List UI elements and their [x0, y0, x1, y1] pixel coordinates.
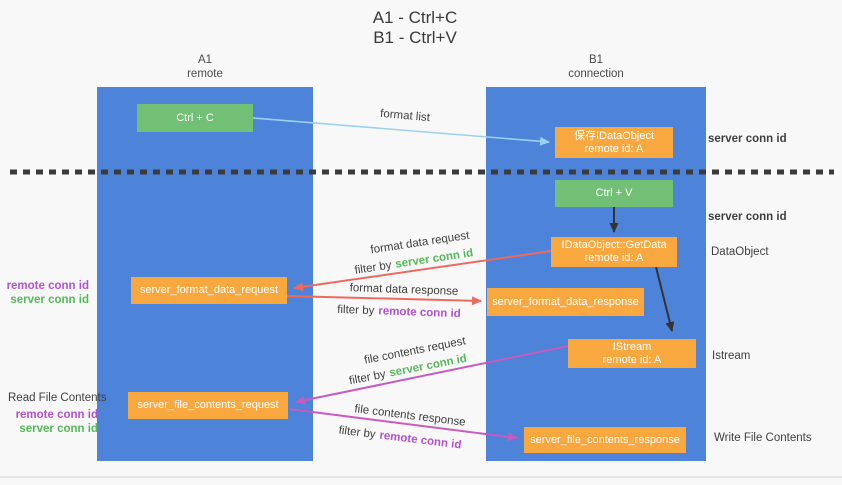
lane-b1-subtitle: connection: [568, 68, 624, 80]
remote-conn-id-text: remote conn id: [378, 429, 463, 452]
lane-header-b1: B1 connection: [536, 53, 656, 81]
title-line-1: A1 - Ctrl+C: [372, 8, 458, 27]
window-bottom-edge: [0, 476, 842, 478]
filter-by-text: filter by: [337, 424, 377, 441]
annotation-conn-ids-format: remote conn id server conn id: [0, 279, 89, 307]
remote-conn-id-text: remote conn id: [15, 409, 98, 421]
node-idataobject-getdata: IDataObject::GetData remote id: A: [551, 237, 677, 267]
lane-header-a1: A1 remote: [145, 53, 265, 81]
lane-a1-subtitle: remote: [187, 68, 223, 80]
node-server-format-data-response-label: server_format_data_response: [492, 295, 639, 308]
lane-b1-title: B1: [588, 54, 604, 66]
filter-by-text: filter by: [348, 368, 387, 388]
node-save-idataobject-line1: 保存IDataObject: [573, 129, 655, 142]
annotation-conn-ids-file: remote conn id server conn id: [0, 408, 98, 436]
server-conn-id-text: server conn id: [19, 423, 98, 435]
node-server-format-data-response: server_format_data_response: [487, 288, 644, 316]
node-istream-line1: IStream: [612, 340, 652, 353]
node-server-file-contents-response-label: server_file_contents_response: [530, 433, 680, 446]
node-istream: IStream remote id: A: [568, 339, 696, 368]
node-istream-line2: remote id: A: [602, 353, 662, 366]
node-server-format-data-request-label: server_format_data_request: [139, 284, 279, 296]
diagram-title: A1 - Ctrl+C B1 - Ctrl+V: [290, 8, 540, 48]
filter-by-text: filter by: [337, 303, 375, 318]
node-save-idataobject: 保存IDataObject remote id: A: [555, 127, 673, 158]
filter-by-text: filter by: [353, 259, 393, 277]
remote-conn-id-text: remote conn id: [6, 280, 89, 292]
label-format-data-response: format data response: [349, 282, 459, 298]
node-ctrl-v-label: Ctrl + V: [595, 187, 633, 199]
node-idataobject-getdata-line2: remote id: A: [584, 252, 644, 264]
node-ctrl-v: Ctrl + V: [555, 180, 673, 207]
server-conn-id-text: server conn id: [10, 294, 89, 306]
remote-conn-id-text: remote conn id: [378, 305, 461, 321]
annotation-write-file-contents: Write File Contents: [714, 432, 812, 444]
title-line-2: B1 - Ctrl+V: [373, 28, 457, 47]
node-idataobject-getdata-line1: IDataObject::GetData: [561, 239, 667, 251]
node-save-idataobject-line2: remote id: A: [584, 142, 644, 155]
annotation-server-conn-id-mid: server conn id: [708, 211, 787, 223]
annotation-server-conn-id-top: server conn id: [708, 133, 787, 145]
annotation-read-file-contents: Read File Contents: [8, 392, 107, 404]
annotation-dataobject: DataObject: [711, 246, 769, 258]
node-server-file-contents-request-label: server_file_contents_request: [137, 399, 279, 411]
node-server-format-data-request: server_format_data_request: [131, 277, 287, 304]
label-format-list: format list: [379, 107, 431, 125]
node-ctrl-c-label: Ctrl + C: [176, 111, 214, 124]
node-ctrl-c: Ctrl + C: [137, 104, 253, 132]
annotation-istream: Istream: [712, 350, 751, 362]
node-server-file-contents-response: server_file_contents_response: [524, 427, 686, 453]
label-file-contents-response: file contents response: [353, 403, 467, 429]
lane-a1-title: A1: [197, 54, 213, 66]
node-server-file-contents-request: server_file_contents_request: [128, 392, 288, 419]
